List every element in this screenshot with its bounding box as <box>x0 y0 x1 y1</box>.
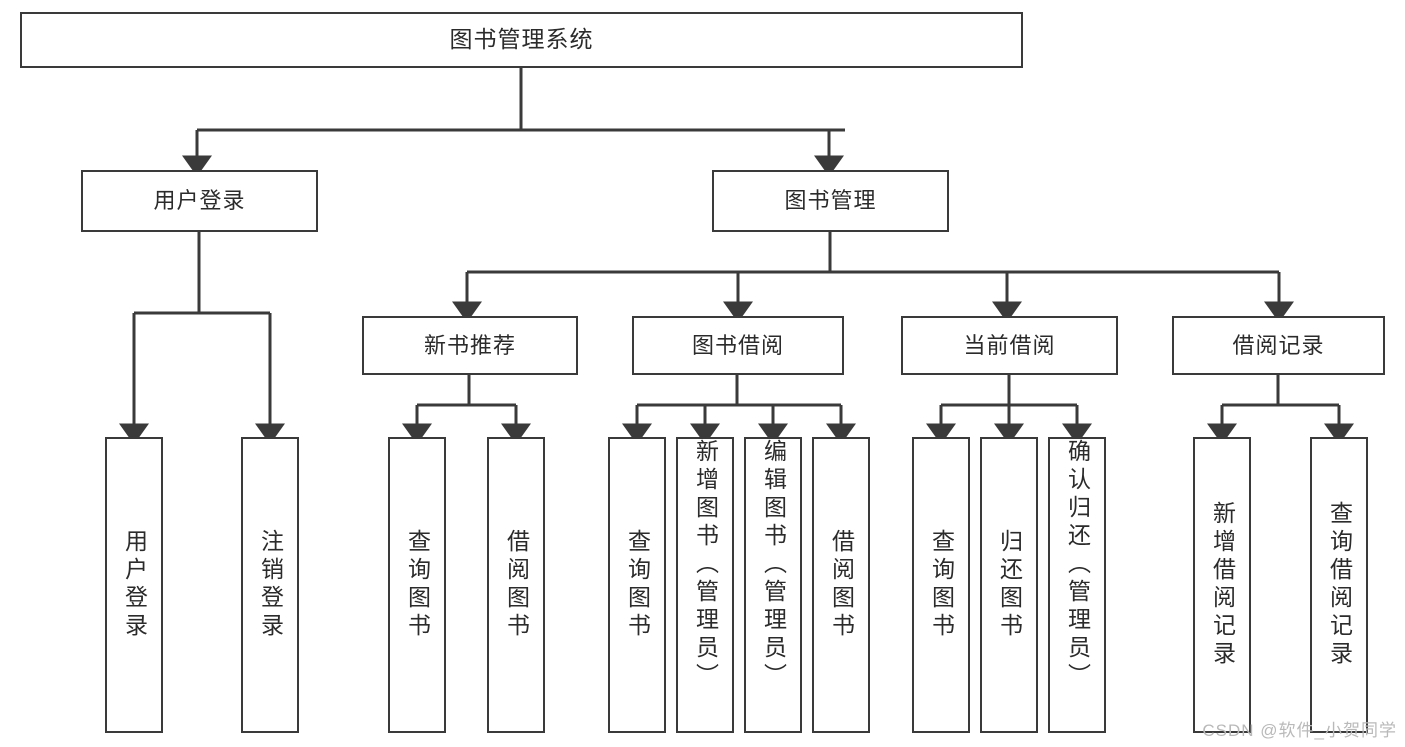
node-leaf-add-borrow-record[interactable]: 新增借阅记录 <box>1193 437 1251 733</box>
node-label: 查询借阅记录 <box>1326 501 1353 669</box>
node-leaf-edit-book-admin[interactable]: 编辑图书（管理员） <box>744 437 802 733</box>
node-book-management[interactable]: 图书管理 <box>712 170 949 232</box>
node-label: 图书管理 <box>784 188 877 214</box>
node-leaf-borrow-book[interactable]: 借阅图书 <box>812 437 870 733</box>
node-leaf-user-logout[interactable]: 注销登录 <box>241 437 299 733</box>
node-leaf-user-login[interactable]: 用户登录 <box>105 437 163 733</box>
node-label: 新增借阅记录 <box>1209 501 1236 669</box>
node-leaf-query-book-current[interactable]: 查询图书 <box>912 437 970 733</box>
node-label: 查询图书 <box>928 529 955 641</box>
node-label: 查询图书 <box>624 529 651 641</box>
node-leaf-borrow-book-recommend[interactable]: 借阅图书 <box>487 437 545 733</box>
node-root-book-management-system[interactable]: 图书管理系统 <box>20 12 1023 68</box>
node-label: 确认归还（管理员） <box>1064 439 1091 691</box>
node-leaf-confirm-return-admin[interactable]: 确认归还（管理员） <box>1048 437 1106 733</box>
node-leaf-query-book-borrow[interactable]: 查询图书 <box>608 437 666 733</box>
node-label: 图书借阅 <box>691 332 784 358</box>
node-label: 图书管理系统 <box>449 26 594 53</box>
node-label: 借阅图书 <box>503 529 530 641</box>
node-label: 归还图书 <box>996 529 1023 641</box>
node-book-borrow[interactable]: 图书借阅 <box>632 316 844 375</box>
node-current-borrow[interactable]: 当前借阅 <box>901 316 1118 375</box>
node-label: 用户登录 <box>121 529 148 641</box>
node-leaf-query-book-recommend[interactable]: 查询图书 <box>388 437 446 733</box>
node-borrow-record[interactable]: 借阅记录 <box>1172 316 1385 375</box>
node-label: 新增图书（管理员） <box>692 439 719 691</box>
node-user-login[interactable]: 用户登录 <box>81 170 318 232</box>
node-label: 查询图书 <box>404 529 431 641</box>
node-label: 借阅记录 <box>1232 332 1325 358</box>
node-leaf-add-book-admin[interactable]: 新增图书（管理员） <box>676 437 734 733</box>
node-label: 编辑图书（管理员） <box>760 439 787 691</box>
node-leaf-return-book[interactable]: 归还图书 <box>980 437 1038 733</box>
node-new-book-recommend[interactable]: 新书推荐 <box>362 316 578 375</box>
node-label: 新书推荐 <box>423 332 516 358</box>
node-label: 用户登录 <box>153 188 246 214</box>
node-label: 当前借阅 <box>963 332 1056 358</box>
node-leaf-query-borrow-record[interactable]: 查询借阅记录 <box>1310 437 1368 733</box>
node-label: 借阅图书 <box>828 529 855 641</box>
node-label: 注销登录 <box>257 529 284 641</box>
